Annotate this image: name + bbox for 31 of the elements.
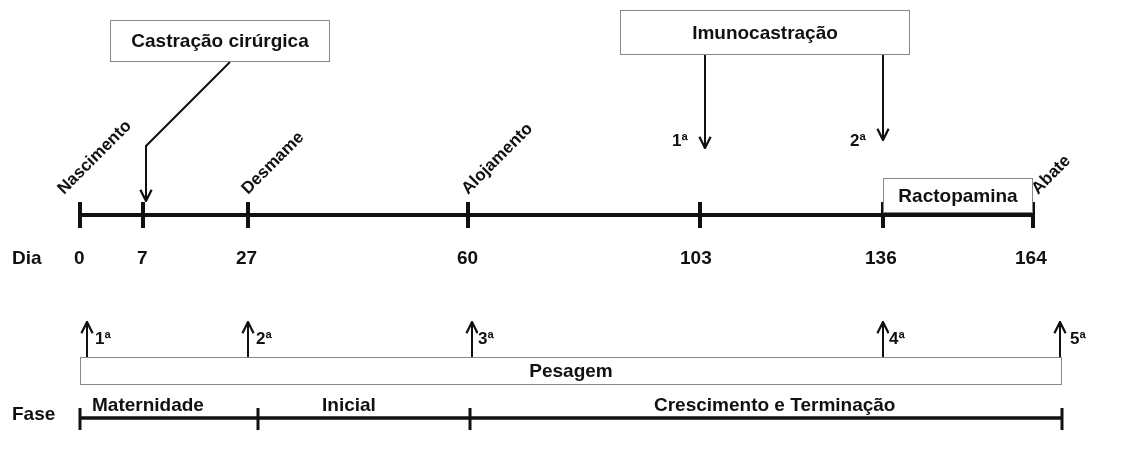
axis-label: Fase <box>12 404 56 423</box>
arrow <box>139 61 231 203</box>
phase-label: Maternidade <box>92 395 204 414</box>
label-box: Imunocastração <box>620 10 910 55</box>
phase-label: Inicial <box>322 395 376 414</box>
day-number: 27 <box>236 248 258 267</box>
day-number: 60 <box>457 248 479 267</box>
arrow <box>465 320 479 358</box>
arrow <box>876 320 890 358</box>
arrow <box>698 54 712 150</box>
edge-label: 2ª <box>850 132 866 149</box>
day-number: 164 <box>1015 248 1047 267</box>
edge-label: 3ª <box>478 330 494 347</box>
day-number: 7 <box>137 248 148 267</box>
arrow <box>80 320 94 358</box>
edge-label: 4ª <box>889 330 905 347</box>
label-box: Pesagem <box>80 357 1062 385</box>
axis-label: Dia <box>12 248 42 267</box>
label-box: Castração cirúrgica <box>110 20 330 62</box>
edge-label: 2ª <box>256 330 272 347</box>
arrow <box>876 54 890 142</box>
label-box: Ractopamina <box>883 178 1033 213</box>
edge-label: 1ª <box>672 132 688 149</box>
day-number: 103 <box>680 248 712 267</box>
arrow <box>1053 320 1067 358</box>
arrow <box>241 320 255 358</box>
edge-label: 1ª <box>95 330 111 347</box>
phase-label: Crescimento e Terminação <box>654 395 896 414</box>
day-number: 136 <box>865 248 897 267</box>
day-number: 0 <box>74 248 85 267</box>
edge-label: 5ª <box>1070 330 1086 347</box>
